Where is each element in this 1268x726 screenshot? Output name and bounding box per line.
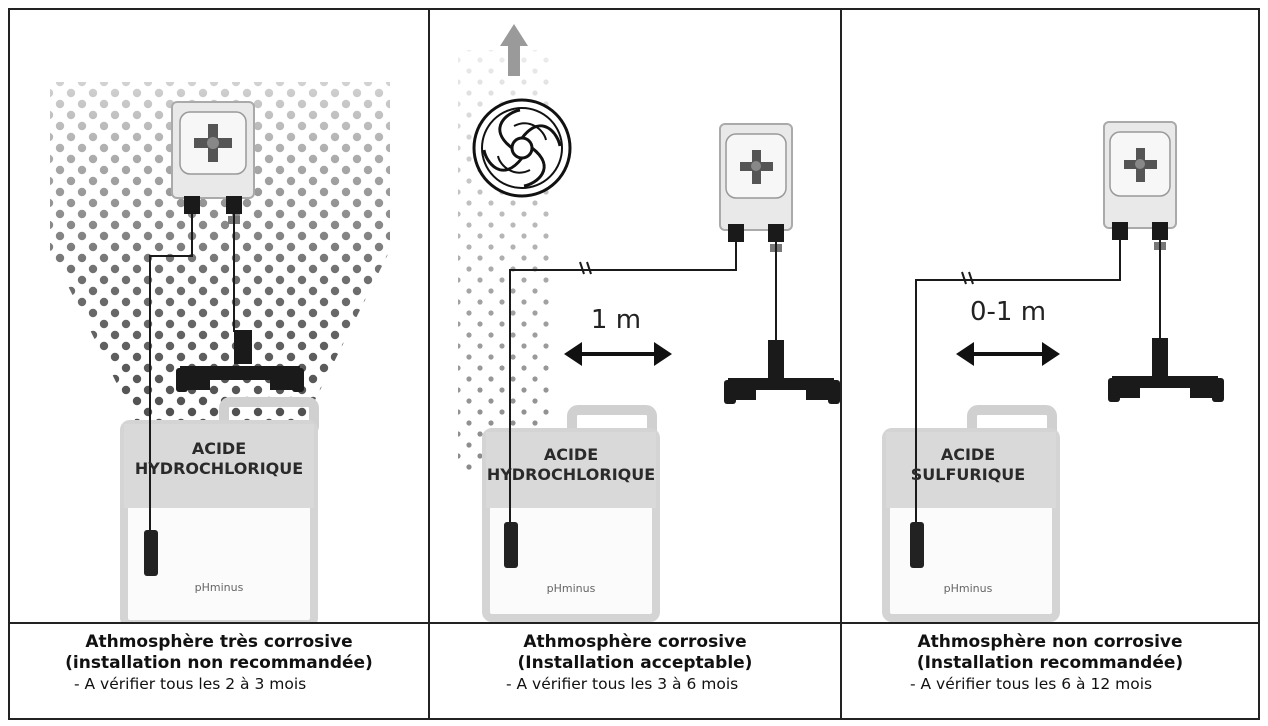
caption-check-interval: - A vérifier tous les 3 à 6 mois — [506, 675, 739, 693]
fan-icon — [472, 98, 572, 198]
divider-1 — [428, 10, 430, 718]
caption-corrosive: Athmosphère corrosive (Installation acce… — [430, 624, 840, 720]
suction-pipe — [915, 240, 1121, 522]
acid-tank — [882, 405, 1060, 622]
panel-grid: ACIDE HYDROCHLORIQUE pHminus — [10, 10, 1258, 718]
caption-very-corrosive: Athmosphère très corrosive (installation… — [10, 624, 428, 720]
suction-pipe — [149, 214, 193, 530]
distance-arrow-icon — [956, 342, 1060, 366]
tank-label-line2: HYDROCHLORIQUE — [487, 465, 655, 484]
foot-valve — [504, 522, 518, 568]
injection-valve — [1108, 338, 1224, 402]
caption-subtitle: (installation non recommandée) — [65, 653, 373, 673]
caption-title: Athmosphère très corrosive — [85, 632, 353, 652]
tank-brand: pHminus — [547, 582, 596, 595]
tank-label-line1: ACIDE — [941, 445, 995, 464]
distance-label: 0-1 m — [970, 297, 1046, 327]
suction-pipe — [509, 242, 737, 522]
tank-brand: pHminus — [944, 582, 993, 595]
dosing-pump — [1103, 121, 1177, 250]
panel-3-illustration: 0-1 m ACIDE SULFURIQUE pHminus — [882, 121, 1224, 622]
panel-2-illustration: 1 m ACIDE HYDROCHLORIQUE pHminus — [458, 24, 840, 622]
injection-valve — [176, 330, 304, 392]
acid-tank — [120, 397, 319, 622]
caption-divider — [10, 622, 1258, 624]
pipe-break-mark — [961, 271, 974, 285]
tank-label-line1: ACIDE — [544, 445, 598, 464]
dosing-pump — [719, 123, 793, 252]
divider-2 — [840, 10, 842, 718]
caption-subtitle: (Installation acceptable) — [517, 653, 753, 673]
tank-label-line2: HYDROCHLORIQUE — [135, 459, 303, 478]
exhaust-arrow-icon — [500, 24, 528, 76]
panel-corrosive: 1 m ACIDE HYDROCHLORIQUE pHminus — [430, 10, 840, 622]
panel-very-corrosive: ACIDE HYDROCHLORIQUE pHminus — [10, 10, 428, 622]
diagram-frame: ACIDE HYDROCHLORIQUE pHminus — [8, 8, 1260, 720]
caption-title: Athmosphère non corrosive — [917, 632, 1183, 652]
pipe-break-mark — [579, 261, 592, 275]
caption-check-interval: - A vérifier tous les 2 à 3 mois — [74, 675, 307, 693]
injection-valve — [724, 340, 840, 404]
acid-tank — [482, 405, 660, 622]
distance-arrow-icon — [564, 342, 672, 366]
foot-valve — [910, 522, 924, 568]
tank-label-line1: ACIDE — [192, 439, 246, 458]
caption-title: Athmosphère corrosive — [523, 632, 747, 652]
distance-label: 1 m — [591, 305, 641, 335]
caption-check-interval: - A vérifier tous les 6 à 12 mois — [910, 675, 1153, 693]
tank-brand: pHminus — [195, 581, 244, 594]
caption-non-corrosive: Athmosphère non corrosive (Installation … — [842, 624, 1258, 720]
caption-subtitle: (Installation recommandée) — [916, 653, 1184, 673]
foot-valve — [144, 530, 158, 576]
tank-label-line2: SULFURIQUE — [911, 465, 1025, 484]
panel-non-corrosive: 0-1 m ACIDE SULFURIQUE pHminus — [842, 10, 1258, 622]
panel-1-illustration: ACIDE HYDROCHLORIQUE pHminus — [50, 82, 390, 622]
dosing-pump — [171, 101, 255, 224]
